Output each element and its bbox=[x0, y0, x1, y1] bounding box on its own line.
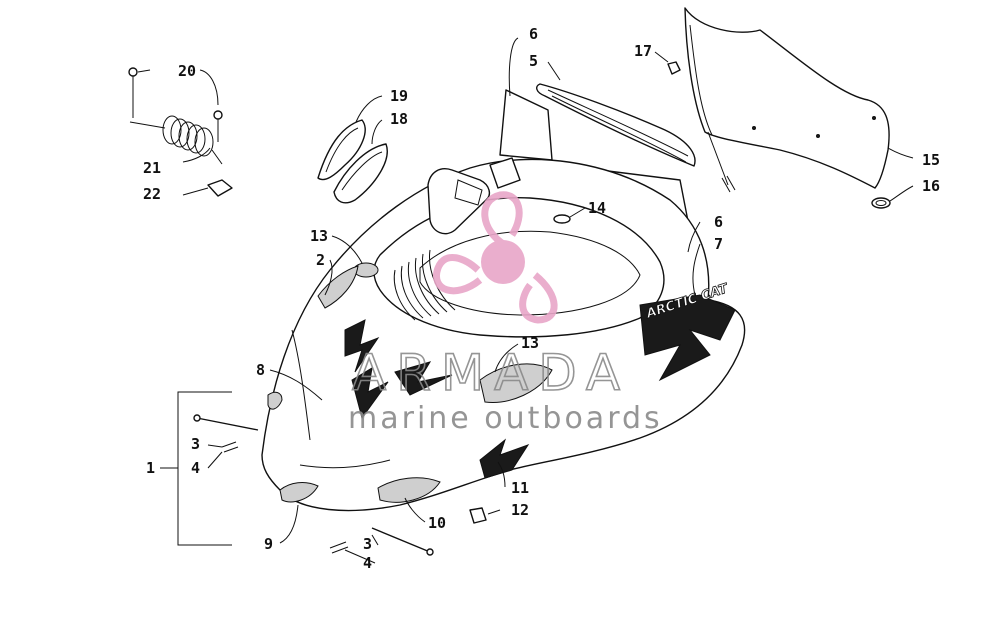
retainer-spring bbox=[129, 115, 223, 165]
lower-decal-11 bbox=[479, 438, 530, 479]
grommet-13-right bbox=[479, 363, 553, 403]
callout-13-right: 13 bbox=[521, 334, 539, 352]
shield-panel-6-upper bbox=[499, 89, 553, 161]
hood-pin-3-lower bbox=[371, 527, 431, 553]
front-vent-10 bbox=[377, 477, 441, 503]
callout-15: 15 bbox=[922, 151, 940, 169]
windshield bbox=[684, 7, 890, 193]
callout-8: 8 bbox=[256, 361, 265, 379]
hood-mount-block bbox=[489, 157, 521, 189]
screw-20-left bbox=[128, 67, 138, 77]
callout-3-upper: 3 bbox=[191, 435, 200, 453]
side-decal-7 bbox=[639, 294, 736, 382]
callout-3-lower: 3 bbox=[363, 535, 372, 553]
screw-17 bbox=[667, 61, 681, 75]
plug-14 bbox=[553, 214, 571, 224]
callout-17: 17 bbox=[634, 42, 652, 60]
hood-decal-bolt bbox=[394, 361, 453, 396]
callout-13-left: 13 bbox=[310, 227, 328, 245]
armada-watermark: ARMADA marine outboards bbox=[348, 191, 663, 436]
callout-2: 2 bbox=[316, 251, 325, 269]
callout-labels: 20 21 22 19 18 6 5 17 15 16 14 6 7 13 2 … bbox=[143, 25, 940, 572]
callout-6-top: 6 bbox=[529, 25, 538, 43]
hood-decal-stripe-left bbox=[344, 319, 380, 373]
callout-1: 1 bbox=[146, 459, 155, 477]
front-vent-9 bbox=[279, 482, 319, 503]
callout-22: 22 bbox=[143, 185, 161, 203]
intake-vent-19 bbox=[317, 119, 366, 181]
callout-4-lower: 4 bbox=[363, 554, 372, 572]
visor-trim-5 bbox=[536, 83, 696, 167]
callout-16: 16 bbox=[922, 177, 940, 195]
hood-pin-3-upper bbox=[196, 417, 259, 431]
nut-12 bbox=[469, 507, 487, 524]
intake-vent-18 bbox=[333, 143, 388, 204]
callout-21: 21 bbox=[143, 159, 161, 177]
hood-decal-8 bbox=[351, 367, 389, 420]
leader-lines bbox=[137, 37, 914, 564]
hood-assembly: ARCTIC CAT bbox=[261, 157, 746, 512]
headlight-lens bbox=[267, 391, 283, 410]
hood-console bbox=[427, 168, 491, 235]
callout-12: 12 bbox=[511, 501, 529, 519]
armada-logo-hub bbox=[481, 240, 525, 284]
callout-14: 14 bbox=[588, 199, 606, 217]
hood-clip-4-lower bbox=[329, 541, 349, 554]
grommet-16 bbox=[871, 197, 891, 209]
hood-retainer-assembly bbox=[128, 67, 233, 197]
watermark-brand: ARMADA bbox=[352, 344, 630, 402]
screw-20-right bbox=[213, 110, 223, 120]
bracket-1 bbox=[177, 391, 232, 546]
callout-9: 9 bbox=[264, 535, 273, 553]
watermark-tagline: marine outboards bbox=[348, 401, 663, 436]
retainer-bracket bbox=[207, 179, 233, 197]
hood-clip-4-upper bbox=[221, 441, 239, 453]
callout-10: 10 bbox=[428, 514, 446, 532]
callout-6-side: 6 bbox=[714, 213, 723, 231]
armada-propeller-logo bbox=[433, 191, 558, 324]
callout-20: 20 bbox=[178, 62, 196, 80]
callout-5: 5 bbox=[529, 52, 538, 70]
callout-4-upper: 4 bbox=[191, 459, 200, 477]
callout-7: 7 bbox=[714, 235, 723, 253]
callout-11: 11 bbox=[511, 479, 529, 497]
callout-19: 19 bbox=[390, 87, 408, 105]
callout-18: 18 bbox=[390, 110, 408, 128]
